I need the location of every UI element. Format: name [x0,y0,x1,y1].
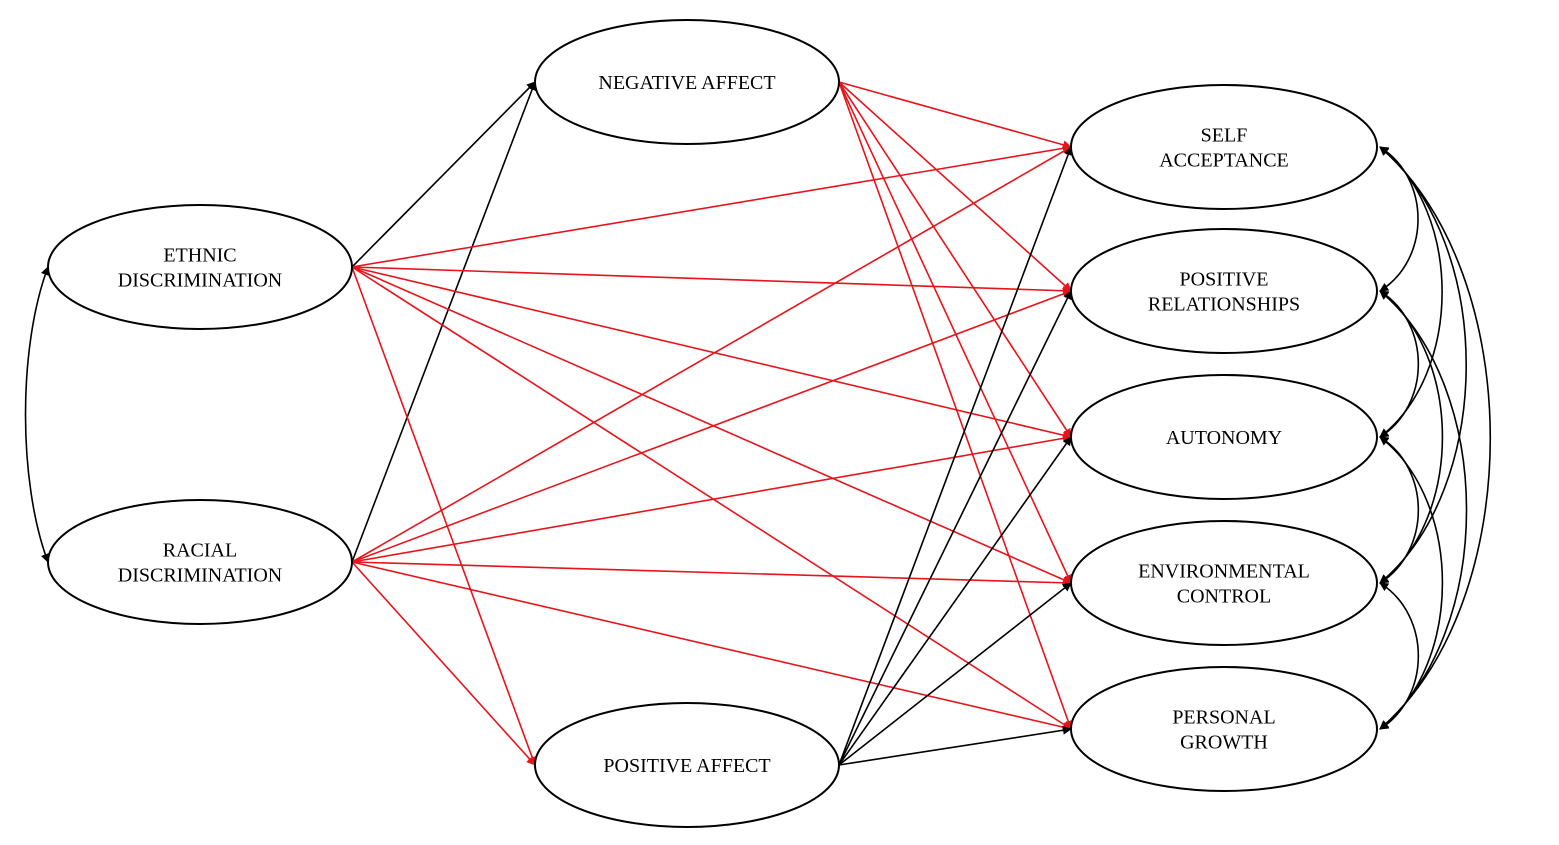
path-negative-to-environmental_control [838,81,1072,584]
path-ethnic-to-positive_relationships [351,266,1072,296]
path-ethnic-to-environmental_control [351,266,1072,584]
path-racial-to-positive [351,561,536,766]
node-label: RELATIONSHIPS [1148,294,1300,316]
path-positive-to-autonomy [838,436,1072,766]
node-label: RACIAL [163,540,237,562]
nodes-layer: ETHNIC DISCRIMINATION RACIAL DISCRIMINATION… [47,19,1378,828]
path-negative-to-positive_relationships [838,81,1072,292]
node-label: DISCRIMINATION [118,270,282,292]
node-negative: NEGATIVE AFFECT [534,19,840,145]
node-positive_relationships: POSITIVE RELATIONSHIPS [1070,228,1378,354]
edges-layer [351,81,1073,766]
path-negative-to-personal_growth [838,81,1073,730]
covariance-autonomy-environmental_control [1379,436,1419,584]
covariance-self_acceptance-autonomy [1379,146,1443,438]
node-self_acceptance: SELF ACCEPTANCE [1070,84,1378,210]
path-racial-to-personal_growth [351,561,1072,732]
path-ethnic-to-autonomy [351,266,1072,440]
path-ethnic-to-self_acceptance [351,143,1072,268]
node-environmental_control: ENVIRONMENTAL CONTROL [1070,520,1378,646]
path-positive-to-positive_relationships [838,290,1072,766]
node-label: ACCEPTANCE [1159,150,1289,172]
node-ellipse [47,499,353,625]
node-ellipse [47,204,353,330]
covariance-environmental_control-personal_growth [1379,582,1419,730]
node-label: PERSONAL [1172,707,1275,729]
path-negative-to-autonomy [838,81,1072,438]
node-racial: RACIAL DISCRIMINATION [47,499,353,625]
node-label: GROWTH [1180,732,1268,754]
node-ellipse [1070,374,1378,500]
node-label: POSITIVE AFFECT [603,755,770,777]
covariance-self_acceptance-positive_relationships [1379,146,1419,292]
path-ethnic-to-positive [351,266,537,766]
path-ethnic-to-negative [351,81,536,268]
node-personal_growth: PERSONAL GROWTH [1070,666,1378,792]
node-ethnic: ETHNIC DISCRIMINATION [47,204,353,330]
covariance-self_acceptance-environmental_control [1379,146,1467,584]
covariance-positive_relationships-personal_growth [1379,290,1468,730]
path-positive-to-self_acceptance [838,146,1073,766]
node-ellipse [1070,666,1378,792]
path-ethnic-to-personal_growth [351,266,1072,730]
node-positive: POSITIVE AFFECT [534,702,840,828]
path-racial-to-negative [351,81,537,563]
node-ellipse [1070,520,1378,646]
covariances-layer [24,146,1491,730]
node-label: CONTROL [1177,586,1271,608]
covariance-positive_relationships-autonomy [1379,290,1419,438]
node-label: SELF [1201,125,1248,147]
covariance-autonomy-personal_growth [1379,436,1444,730]
node-ellipse [534,702,840,828]
node-ellipse [534,19,840,145]
node-label: DISCRIMINATION [118,565,282,587]
path-negative-to-self_acceptance [838,81,1072,150]
node-label: POSITIVE [1180,269,1269,291]
path-positive-to-environmental_control [838,582,1072,766]
path-racial-to-self_acceptance [351,146,1072,563]
path-positive-to-personal_growth [838,725,1072,766]
path-racial-to-positive_relationships [351,289,1072,563]
covariance-self_acceptance-personal_growth [1379,146,1491,730]
node-autonomy: AUTONOMY [1070,374,1378,500]
node-label: NEGATIVE AFFECT [598,72,775,94]
node-ellipse [1070,228,1378,354]
covariance-ethnic-racial [24,266,50,563]
covariance-positive_relationships-environmental_control [1379,290,1444,584]
path-racial-to-environmental_control [351,561,1072,588]
node-label: AUTONOMY [1166,427,1282,449]
node-ellipse [1070,84,1378,210]
path-racial-to-autonomy [351,433,1072,563]
node-label: ETHNIC [163,245,236,267]
node-label: ENVIRONMENTAL [1138,561,1310,583]
